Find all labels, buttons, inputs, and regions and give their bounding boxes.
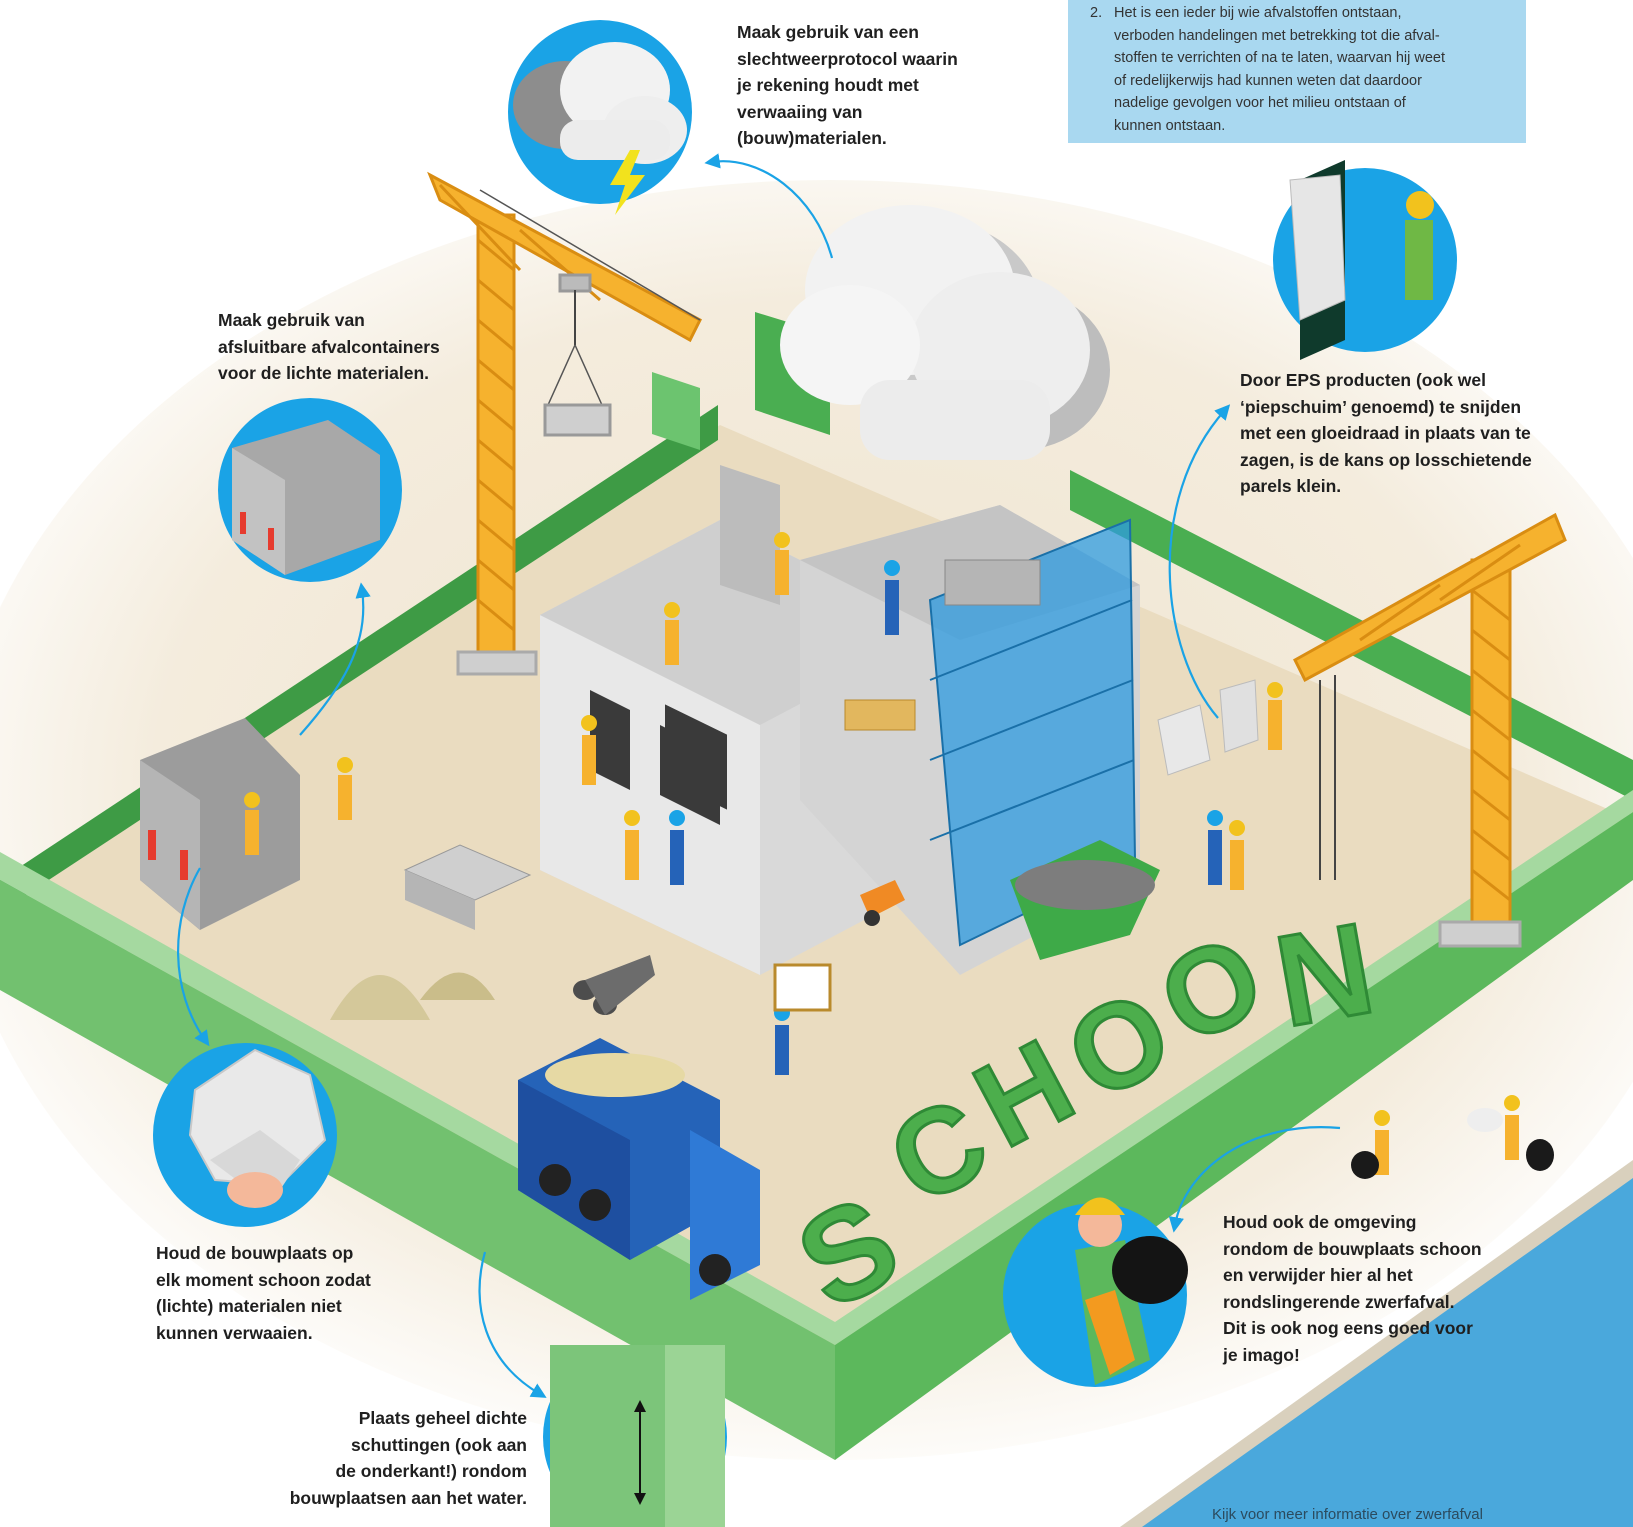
callout-line: zagen, is de kans op losschietende	[1240, 449, 1532, 470]
legal-line: verboden handelingen met betrekking tot …	[1114, 27, 1440, 44]
callout-line: (bouw)materialen.	[737, 128, 887, 148]
legal-line: nadelige gevolgen voor het milieu ontsta…	[1114, 95, 1406, 111]
arrow-surroundings	[1168, 1126, 1341, 1233]
legal-line: kunnen ontstaan.	[1114, 117, 1226, 134]
crumpled-paper-icon	[153, 1043, 337, 1227]
cloud-large	[780, 205, 1110, 460]
callout-eps: Door EPS producten (ook wel ‘piepschuim’…	[1240, 367, 1532, 500]
callout-line: je imago!	[1223, 1344, 1300, 1365]
callout-line: voor de lichte materialen.	[218, 363, 430, 383]
waste-container-icon	[218, 398, 402, 582]
fence-gate	[652, 372, 700, 450]
callout-line: Maak gebruik van een	[737, 22, 919, 42]
legal-text-box: 2. Het is een ieder bij wie afvalstoffen…	[1068, 0, 1526, 143]
skip-rubble	[1010, 840, 1160, 960]
wheelbarrow	[860, 880, 905, 926]
eps-stack	[1157, 679, 1259, 776]
litter-picker-icon	[1003, 1197, 1188, 1387]
callout-line: slechtweerprotocol waarin	[737, 48, 958, 69]
callout-line: (lichte) materialen niet	[156, 1296, 342, 1316]
footer-note: Kijk voor meer informatie over zwerfafva…	[1212, 1506, 1483, 1523]
crane-left	[427, 171, 702, 676]
callout-line: Maak gebruik van	[218, 310, 365, 330]
callout-line: bouwplaatsen aan het water.	[289, 1487, 527, 1508]
callout-line: Door EPS producten (ook wel	[1240, 370, 1486, 390]
callout-line: en verwijder hier al het	[1223, 1265, 1413, 1285]
litter-bags	[1351, 1108, 1554, 1179]
concrete-slabs	[403, 844, 532, 930]
callout-line: Dit is ook nog eens goed voor	[1223, 1318, 1473, 1338]
callout-clean-site: Houd de bouwplaats op elk moment schoon …	[156, 1240, 371, 1346]
callout-line: Plaats geheel dichte	[358, 1408, 527, 1428]
site-plan-board	[773, 963, 832, 1012]
arrow-clean-site	[177, 867, 210, 1047]
callout-fences: Plaats geheel dichte schuttingen (ook aa…	[240, 1405, 527, 1511]
callout-line: rondom de bouwplaats schoon	[1223, 1238, 1482, 1259]
pipes	[573, 955, 655, 1015]
sand-piles	[330, 972, 495, 1020]
callout-line: de onderkant!) rondom	[335, 1461, 527, 1481]
arrow-weather	[704, 153, 834, 259]
callout-surroundings: Houd ook de omgeving rondom de bouwplaat…	[1223, 1209, 1482, 1368]
water-shore	[1120, 1160, 1633, 1527]
dump-truck	[518, 1038, 760, 1300]
fence-gap-icon	[543, 1345, 727, 1527]
callout-line: Houd ook de omgeving	[1223, 1212, 1417, 1232]
callout-line: kunnen verwaaien.	[156, 1322, 313, 1343]
callout-line: met een gloeidraad in plaats van te	[1240, 423, 1531, 443]
callout-weather: Maak gebruik van een slechtweerprotocol …	[737, 19, 958, 152]
callout-line: ‘piepschuim’ genoemd) te snijden	[1240, 396, 1522, 417]
callout-line: je rekening houdt met	[737, 75, 919, 95]
callout-line: rondslingerende zwerfafval.	[1223, 1291, 1455, 1312]
crane-right	[1293, 512, 1567, 948]
fence-front-left-face	[0, 880, 835, 1460]
arrow-containers	[299, 582, 371, 736]
legal-number: 2.	[1090, 5, 1103, 21]
legal-line: Het is een ieder bij wie afvalstoffen on…	[1114, 5, 1402, 21]
callout-arrows	[177, 153, 1341, 1398]
legal-line: stoffen te verrichten of na te laten, wa…	[1114, 50, 1446, 66]
arrow-fences	[478, 1251, 547, 1398]
callout-line: verwaaiing van	[737, 101, 863, 122]
callout-containers: Maak gebruik van afsluitbare afvalcontai…	[218, 307, 440, 387]
callout-line: schuttingen (ook aan	[351, 1434, 527, 1455]
storm-cloud-icon	[508, 20, 692, 215]
callout-line: Houd de bouwplaats op	[156, 1243, 354, 1263]
callout-line: parels klein.	[1240, 476, 1342, 496]
waste-container	[140, 718, 300, 930]
callout-line: afsluitbare afvalcontainers	[218, 336, 440, 357]
arrow-eps	[1168, 404, 1231, 719]
callout-line: elk moment schoon zodat	[156, 1269, 371, 1290]
fence-front-right-top	[835, 790, 1633, 1345]
legal-line: of redelijkerwijs had kunnen weten dat d…	[1114, 72, 1422, 89]
eps-cutter-icon	[1273, 160, 1457, 360]
